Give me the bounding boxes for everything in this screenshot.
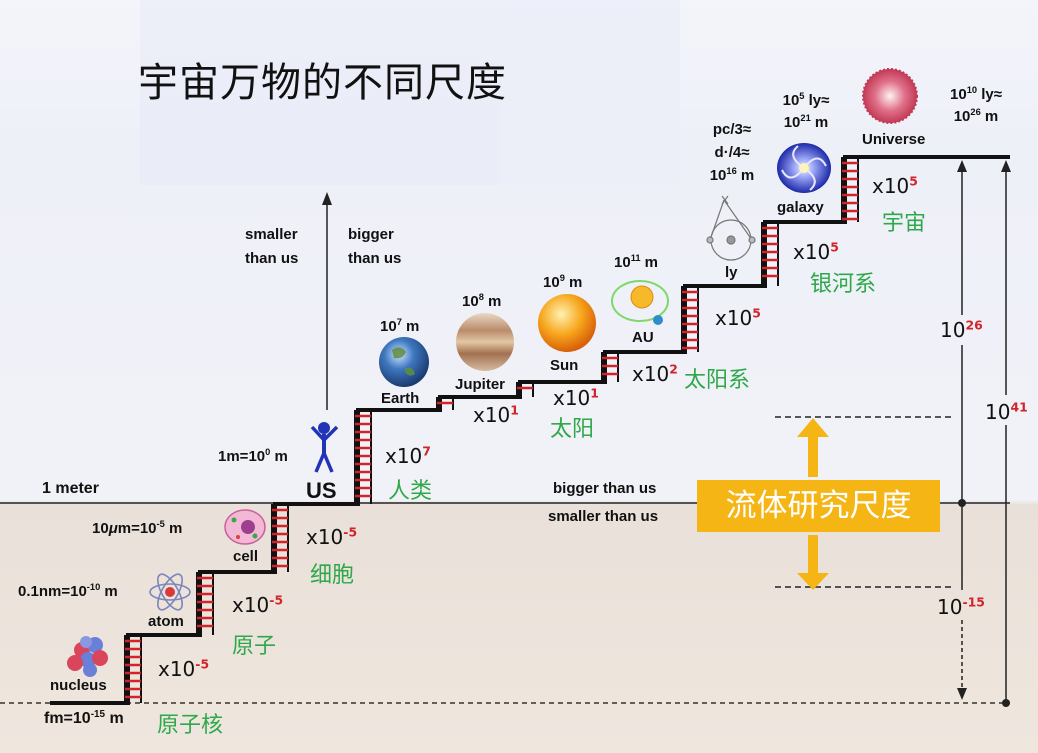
label-zh-atom: 原子: [232, 634, 277, 659]
fluid-scale-box: 流体研究尺度: [697, 480, 940, 532]
universe-name: Universe: [862, 131, 926, 148]
smaller-than-us-divider: smaller than us: [548, 508, 659, 525]
earth-name: Earth: [381, 390, 420, 407]
cell-size: 10μm=10-5 m: [92, 519, 183, 537]
au-size: 1011 m: [614, 253, 659, 271]
ly-size: pc/3≈d·/4≈ 1016 m: [709, 121, 755, 184]
ladder-10: [841, 157, 859, 222]
universe-size: 1010 ly≈ 1026 m: [950, 85, 1002, 125]
factor-sun-au: x102: [632, 361, 678, 386]
bigger-than-us-divider: bigger than us: [553, 480, 657, 497]
galaxy-size: 105 ly≈ 1021 m: [782, 91, 830, 131]
earth-icon: [379, 337, 429, 387]
factor-us-earth: x107: [385, 443, 431, 468]
one-meter-label: 1 meter: [42, 480, 99, 497]
factor-atom-cell: x10-5: [232, 592, 284, 617]
label-zh-galaxy: 银河系: [810, 272, 877, 297]
ladder-5: [436, 397, 454, 410]
ly-name: ly: [725, 264, 738, 281]
factor-nucleus-atom: x10-5: [158, 656, 210, 681]
person-icon: [310, 422, 339, 473]
ladder-2: [196, 572, 214, 635]
label-zh-universe: 宇宙: [882, 211, 927, 236]
solar-orbit-icon: [611, 280, 669, 325]
jupiter-name: Jupiter: [455, 376, 506, 393]
jupiter-size: 108 m: [462, 292, 502, 310]
page-title: 宇宙万物的不同尺度: [138, 60, 507, 106]
title-panel-right: [500, 0, 680, 185]
factor-au-ly: x105: [715, 305, 761, 330]
label-zh-cell: 细胞: [310, 563, 355, 588]
sun-icon: [538, 294, 596, 352]
label-zh-solar-system: 太阳系: [684, 368, 751, 393]
axis-arrow-head: [322, 192, 332, 205]
sun-size: 109 m: [543, 273, 583, 291]
earth-size: 107 m: [380, 317, 420, 335]
atom-icon: [149, 573, 191, 611]
label-zh-nucleus: 原子核: [157, 713, 224, 738]
factor-jupiter-sun: x101: [553, 385, 599, 410]
range-10-minus-15: 10-15: [937, 594, 985, 619]
staircase: [50, 155, 1010, 705]
galaxy-name: galaxy: [777, 199, 824, 216]
nucleus-name: nucleus: [50, 677, 107, 694]
galaxy-icon: [777, 143, 831, 193]
factor-cell-us: x10-5: [306, 524, 358, 549]
earth-continents: [392, 347, 415, 376]
ladder-4: [354, 410, 372, 504]
ladder-3: [271, 504, 289, 572]
universe-icon: [862, 68, 918, 124]
atom-size: 0.1nm=10-10 m: [18, 582, 118, 600]
label-zh-sun: 太阳: [550, 417, 595, 442]
range-10-26: 1026: [940, 317, 983, 342]
nucleus-size: fm=10-15 m: [44, 708, 124, 727]
us-size: 1m=100 m: [218, 447, 288, 465]
sun-name: Sun: [550, 357, 579, 374]
us-name: US: [306, 478, 337, 503]
nucleus-icon: [67, 636, 108, 677]
range-10-41: 1041: [985, 399, 1028, 424]
jupiter-icon: [456, 313, 514, 371]
factor-galaxy-universe: x105: [872, 173, 918, 198]
cell-name: cell: [233, 548, 259, 565]
au-name: AU: [632, 329, 654, 346]
atom-name: atom: [148, 613, 184, 630]
cell-icon: [224, 509, 266, 545]
ladder-7: [601, 352, 619, 382]
ladder-6: [516, 382, 534, 397]
ladder-9: [761, 222, 779, 286]
ladder-1: [124, 635, 142, 703]
parallax-icon: [706, 195, 756, 261]
range-lines: [957, 160, 1011, 707]
ladders: [124, 157, 859, 703]
label-zh-human: 人类: [388, 479, 433, 504]
factor-ly-galaxy: x105: [793, 239, 839, 264]
ladder-8: [681, 286, 699, 352]
fluid-arrows: [797, 418, 829, 590]
factor-earth-jupiter: x101: [473, 402, 519, 427]
